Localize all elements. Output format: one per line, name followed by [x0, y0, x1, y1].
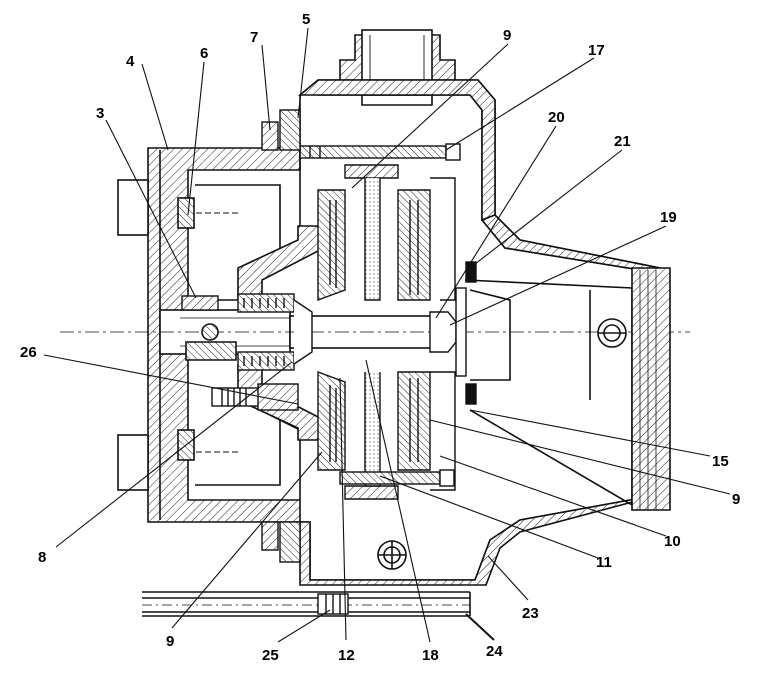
callout-12: 12 — [338, 647, 355, 664]
callout-15: 15 — [712, 453, 729, 470]
callout-7: 7 — [250, 29, 258, 46]
foot-bolt — [317, 593, 349, 615]
leader-lines — [43, 27, 731, 643]
diffuser-rings — [344, 164, 456, 500]
mechanical-seal — [181, 293, 313, 371]
callout-11: 11 — [596, 554, 612, 571]
callout-3: 3 — [96, 105, 104, 122]
callout-10: 10 — [664, 533, 681, 550]
stud-bolt — [211, 383, 299, 411]
callout-26: 26 — [20, 344, 37, 361]
callout-9-right: 9 — [732, 491, 740, 508]
callout-9-top: 9 — [503, 27, 511, 44]
tie-bolt-lower — [339, 469, 455, 487]
callout-18: 18 — [422, 647, 439, 664]
callout-labels: 7 5 4 6 9 17 3 20 21 19 26 15 9 10 8 11 … — [20, 11, 740, 664]
callout-4: 4 — [126, 53, 135, 70]
callout-6: 6 — [200, 45, 208, 62]
impeller-stage-2 — [397, 189, 431, 471]
tie-bolt-upper — [299, 143, 461, 161]
callout-19: 19 — [660, 209, 677, 226]
callout-21: 21 — [614, 133, 631, 150]
flange-bolts — [261, 109, 301, 563]
callout-8: 8 — [38, 549, 46, 566]
callout-24: 24 — [486, 643, 503, 660]
callout-23: 23 — [522, 605, 539, 622]
pump-shaft — [60, 309, 690, 361]
motor-bracket — [117, 147, 301, 523]
callout-25: 25 — [262, 647, 279, 664]
callout-9-bottom: 9 — [166, 633, 174, 650]
impeller-nut — [429, 261, 477, 405]
callout-17: 17 — [588, 42, 605, 59]
suction-nozzle — [464, 267, 671, 511]
base-plate — [142, 591, 471, 617]
impeller-stage-1 — [317, 189, 346, 471]
callout-20: 20 — [548, 109, 565, 126]
pump-casing — [297, 29, 661, 586]
callout-5: 5 — [302, 11, 310, 28]
